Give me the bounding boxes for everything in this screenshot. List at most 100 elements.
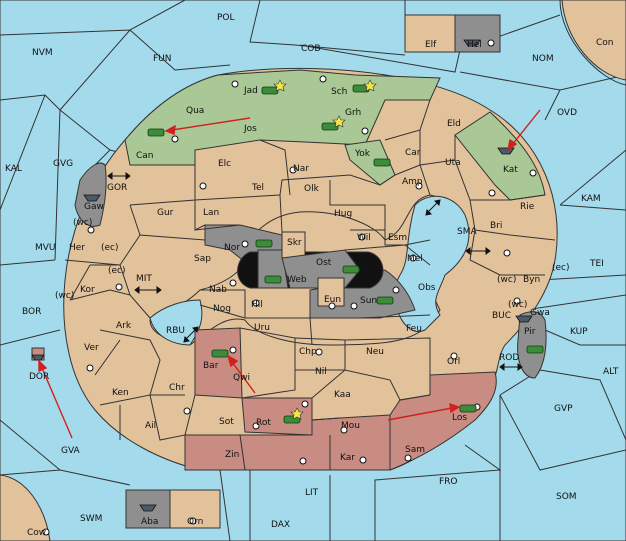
label-land: Gur — [157, 208, 174, 218]
coast-marker: (ec) — [552, 263, 570, 273]
label-land: Aba — [141, 517, 158, 527]
coast-marker: (ec) — [101, 243, 119, 253]
label-land: Orn — [187, 517, 203, 527]
label-land: Jos — [243, 124, 257, 134]
label-sea: TEI — [589, 259, 604, 269]
label-land: DOR — [29, 372, 49, 382]
label-sea: COB — [301, 44, 321, 54]
grey-region-pir — [517, 311, 547, 379]
label-land: Esm — [388, 233, 407, 243]
label-land: Sap — [194, 254, 211, 264]
label-land: Qua — [186, 106, 204, 116]
label-land: Nar — [293, 164, 309, 174]
label-sea: OVD — [557, 108, 577, 118]
label-sea: SWM — [80, 514, 102, 524]
label-land: Olk — [304, 184, 320, 194]
label-sea: MIT — [136, 274, 152, 284]
label-sea: Cow — [27, 528, 46, 538]
label-sea: KAM — [581, 194, 601, 204]
label-land: Kor — [80, 285, 95, 295]
label-land: Ken — [112, 388, 129, 398]
label-land: Mel — [407, 254, 423, 264]
label-land: Elc — [218, 159, 231, 169]
label-land: Zin — [225, 450, 239, 460]
land-region-elf — [404, 14, 456, 53]
label-land: Bri — [490, 221, 502, 231]
label-land: Amp — [402, 177, 423, 187]
label-sea: ROD — [499, 353, 519, 363]
label-land: Jad — [243, 86, 258, 96]
label-sea: RBU — [166, 326, 185, 336]
label-sea: GOR — [107, 183, 127, 193]
label-land: Lan — [203, 208, 219, 218]
label-sea: FUN — [153, 54, 172, 64]
label-land: Ver — [84, 343, 99, 353]
label-land: Rot — [256, 418, 271, 428]
label-land: Nil — [315, 367, 327, 377]
label-sea: KAL — [5, 164, 22, 174]
label-land: Nog — [213, 304, 231, 314]
label-land: Eun — [324, 295, 341, 305]
label-land: Hel — [467, 40, 482, 50]
coast-marker: (wc) — [73, 218, 92, 228]
label-land: Hug — [334, 209, 352, 219]
label-land: Kar — [340, 453, 355, 463]
label-land: Uru — [254, 323, 270, 333]
label-land: Bar — [203, 361, 219, 371]
label-land: Sun — [360, 296, 377, 306]
region-labels: POL NVM FUN COB NOM Con OVD KAL GVG GOR … — [5, 13, 619, 538]
label-land: Nab — [209, 285, 227, 295]
coast-marker: (ec) — [108, 266, 126, 276]
label-land: Sam — [405, 445, 425, 455]
label-land: Pir — [524, 327, 536, 337]
inner-channel — [394, 195, 470, 333]
label-land: Ost — [316, 258, 332, 268]
label-land: Qwi — [233, 373, 250, 383]
label-land: Wil — [357, 233, 371, 243]
label-land: Rie — [520, 202, 535, 212]
label-land: Sch — [331, 87, 347, 97]
label-sea: NVM — [32, 48, 53, 58]
fleet-icon — [31, 39, 533, 512]
land-borders — [64, 99, 556, 471]
coast-marker: (wc) — [55, 291, 74, 301]
label-land: Tel — [251, 183, 264, 193]
label-land: Orl — [447, 357, 460, 367]
label-land: Uta — [445, 158, 461, 168]
units — [31, 39, 544, 512]
label-land: Hil — [251, 300, 263, 310]
label-sea: ALT — [603, 367, 619, 377]
label-land: Los — [452, 413, 467, 423]
label-land: Car — [405, 148, 421, 158]
star-icon — [273, 79, 377, 420]
label-sea: SOM — [556, 492, 577, 502]
label-land: Can — [136, 151, 154, 161]
label-sea: FRO — [439, 477, 458, 487]
label-sea: KUP — [570, 327, 588, 337]
label-land: Web — [287, 275, 307, 285]
label-land: Eld — [447, 119, 461, 129]
label-sea: MVU — [35, 243, 56, 253]
army-icon — [147, 84, 544, 424]
label-sea: DAX — [271, 520, 290, 530]
label-sea: BOR — [22, 307, 41, 317]
label-land: Yok — [354, 149, 371, 159]
label-land: Ark — [116, 321, 132, 331]
label-sea: LIT — [305, 488, 319, 498]
label-land: Ail — [145, 421, 156, 431]
label-sea: Con — [596, 38, 614, 48]
land-region-eun — [317, 277, 345, 307]
label-land: Grh — [345, 108, 361, 118]
label-land: Neu — [366, 347, 384, 357]
label-land: Elf — [425, 40, 437, 50]
convoy-arrow-icon — [107, 172, 523, 371]
label-sea: BUC — [492, 311, 511, 321]
label-sea: SMA — [457, 227, 477, 237]
label-sea: NOM — [532, 54, 554, 64]
label-sea: GVG — [53, 159, 73, 169]
label-land: Chp — [299, 347, 317, 357]
label-land: Sot — [219, 417, 234, 427]
coast-marker: (wc) — [497, 275, 516, 285]
label-land: Byn — [523, 275, 540, 285]
